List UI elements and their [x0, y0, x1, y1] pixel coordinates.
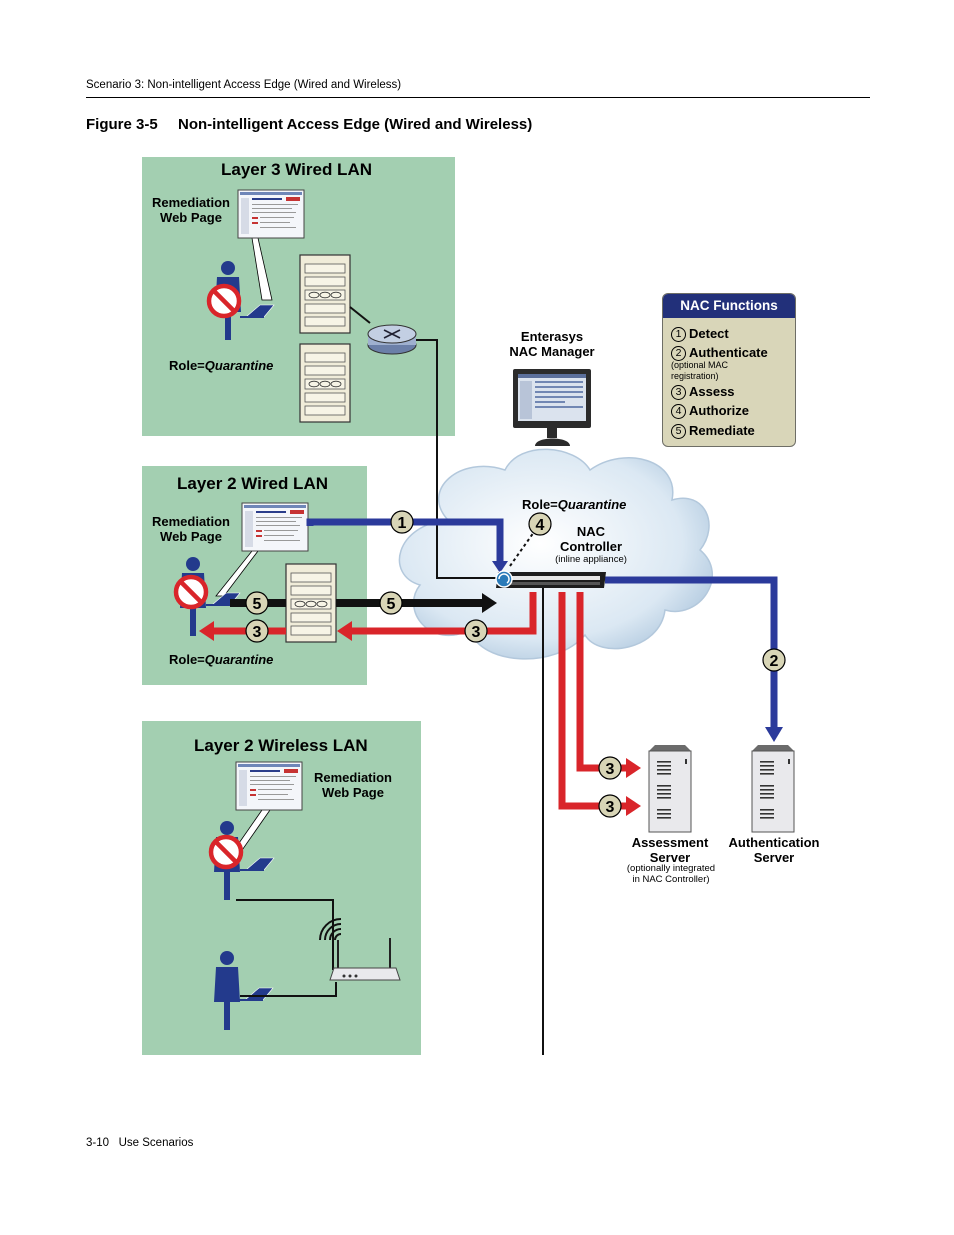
controller-role-prefix: Role= — [522, 497, 558, 512]
wl-remediation-label: Remediation Web Page — [313, 770, 392, 800]
marker-1: 1 — [390, 510, 414, 534]
nac-function-label: Assess — [689, 384, 735, 399]
authentication-server-tower — [751, 744, 795, 833]
wireless-panel-title: Layer 2 Wireless LAN — [194, 736, 368, 755]
nac-function-authenticate-note: (optional MAC registration) — [671, 360, 729, 381]
svg-text:2: 2 — [770, 653, 779, 670]
marker-5-left: 5 — [245, 591, 269, 615]
nac-function-num: 4 — [671, 404, 686, 419]
svg-text:5: 5 — [253, 596, 262, 613]
blue-arrowhead-detect — [492, 561, 508, 573]
authorize-dotted-line — [509, 531, 535, 567]
assessment-server-label: Assessment Server — [631, 835, 709, 865]
marker-2: 2 — [762, 648, 786, 672]
red-arrowhead-assess-a — [199, 621, 214, 641]
nac-function-label: Remediate — [689, 423, 755, 438]
marker-3-upper: 3 — [598, 756, 622, 780]
nac-function-num: 5 — [671, 424, 686, 439]
red-arrowhead-assess-b — [337, 621, 352, 641]
svg-text:3: 3 — [606, 761, 615, 778]
l2-role-value: Quarantine — [204, 652, 274, 667]
svg-text:3: 3 — [253, 624, 262, 641]
page-footer: 3-10 Use Scenarios — [86, 1137, 194, 1149]
wireless-access-point — [329, 938, 401, 981]
wl-quarantined-user — [211, 821, 275, 900]
nac-controller-label: NAC Controller — [559, 524, 623, 554]
header-rule — [86, 97, 870, 98]
marker-3-left: 3 — [245, 619, 269, 643]
l2-role-prefix: Role= — [169, 652, 205, 667]
l3-role-value: Quarantine — [204, 358, 274, 373]
running-header: Scenario 3: Non-intelligent Access Edge … — [86, 79, 402, 91]
svg-text:3: 3 — [606, 799, 615, 816]
nac-function-num: 3 — [671, 385, 686, 400]
nac-functions-title: NAC Functions — [663, 294, 795, 318]
l3-server-top — [299, 254, 351, 334]
nac-manager-label: Enterasys NAC Manager — [509, 329, 595, 359]
l2-quarantined-user — [176, 557, 241, 636]
wl-normal-user — [214, 951, 274, 1030]
nac-manager-monitor — [513, 369, 591, 446]
nac-function-label: Authorize — [689, 403, 749, 418]
red-flow-assess-b — [350, 592, 537, 635]
figure-caption: Figure 3-5 Non-intelligent Access Edge (W… — [86, 116, 532, 133]
wifi-signal-icon — [319, 918, 342, 941]
svg-text:4: 4 — [536, 517, 545, 534]
nac-function-label: Authenticate — [689, 345, 768, 360]
figure-number: Figure 3-5 — [86, 116, 158, 133]
l3-server-bottom — [299, 343, 351, 423]
wl-remediation-page — [229, 761, 303, 857]
l2-role-label: Role=Quarantine — [169, 652, 273, 667]
assessment-server-tower — [648, 744, 692, 833]
wl-link-line-1 — [236, 899, 334, 970]
marker-3-mid: 3 — [464, 619, 488, 643]
authentication-server-label: Authentication Server — [728, 835, 820, 865]
assessment-server-note: (optionally integrated in NAC Controller… — [626, 863, 716, 885]
marker-3-lower: 3 — [598, 794, 622, 818]
svg-text:5: 5 — [387, 596, 396, 613]
l2-panel-title: Layer 2 Wired LAN — [177, 474, 328, 493]
controller-role-label: Role=Quarantine — [522, 497, 626, 512]
l3-role-prefix: Role= — [169, 358, 205, 373]
svg-text:3: 3 — [472, 624, 481, 641]
controller-role-value: Quarantine — [557, 497, 627, 512]
nac-function-label: Detect — [689, 326, 729, 341]
l3-role-label: Role=Quarantine — [169, 358, 273, 373]
l2-remediation-label: Remediation Web Page — [151, 514, 230, 544]
l2-switch — [285, 563, 337, 643]
l3-router — [349, 306, 417, 355]
red-arrowhead-assess-c — [626, 758, 641, 778]
blue-arrowhead-authenticate — [765, 727, 783, 742]
svg-text:1: 1 — [398, 515, 407, 532]
nac-controller-note: (inline appliance) — [555, 554, 627, 565]
l3-remediation-label: Remediation Web Page — [151, 195, 230, 225]
nac-function-num: 1 — [671, 327, 686, 342]
black-arrowhead-remediate — [482, 593, 497, 613]
blue-flow-authenticate — [605, 576, 778, 728]
marker-4: 4 — [528, 512, 552, 536]
l3-remediation-page — [237, 189, 305, 301]
figure-title: Non-intelligent Access Edge (Wired and W… — [178, 116, 533, 133]
red-arrowhead-assess-d — [626, 796, 641, 816]
nac-function-num: 2 — [671, 346, 686, 361]
l3-panel-title: Layer 3 Wired LAN — [221, 160, 372, 179]
wl-link-line-2 — [240, 982, 337, 997]
l3-uplink-line — [416, 339, 497, 579]
nac-controller-appliance — [495, 570, 606, 588]
marker-5-right: 5 — [379, 591, 403, 615]
